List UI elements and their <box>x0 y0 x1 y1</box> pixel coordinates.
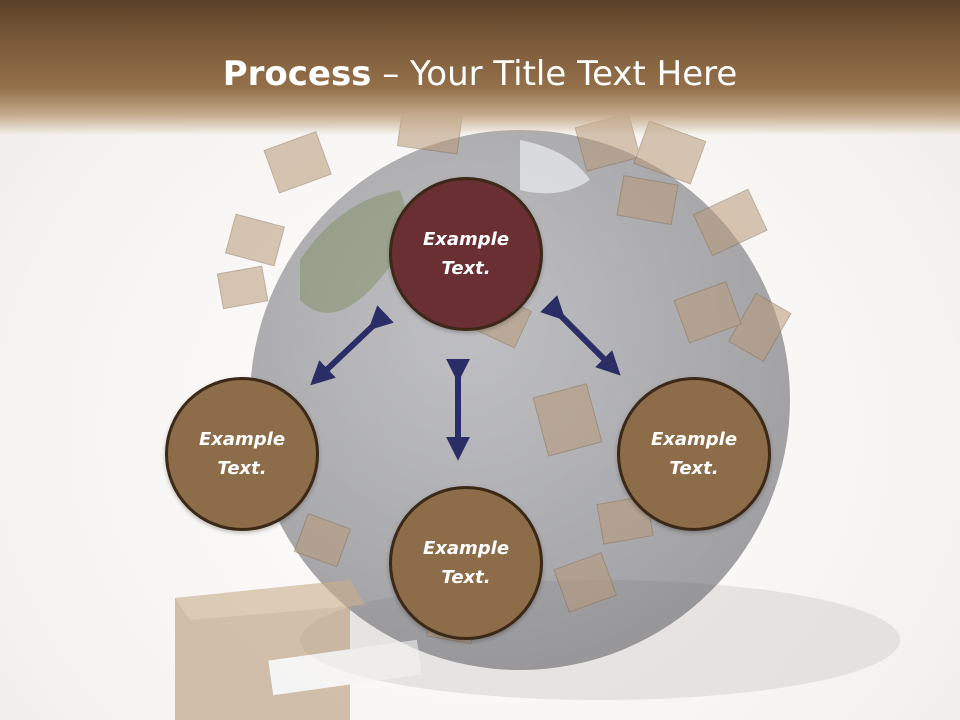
process-node-bottom: Example Text. <box>389 486 543 640</box>
title-rest: – Your Title Text Here <box>371 54 738 94</box>
page-title: Process – Your Title Text Here <box>0 52 960 96</box>
title-bold: Process <box>222 54 372 94</box>
process-node-left: Example Text. <box>165 377 319 531</box>
arrow-top-left <box>310 305 394 386</box>
process-node-right: Example Text. <box>617 377 771 531</box>
process-node-top: Example Text. <box>389 177 543 331</box>
header-band <box>0 0 960 135</box>
arrow-top-right <box>540 295 621 376</box>
